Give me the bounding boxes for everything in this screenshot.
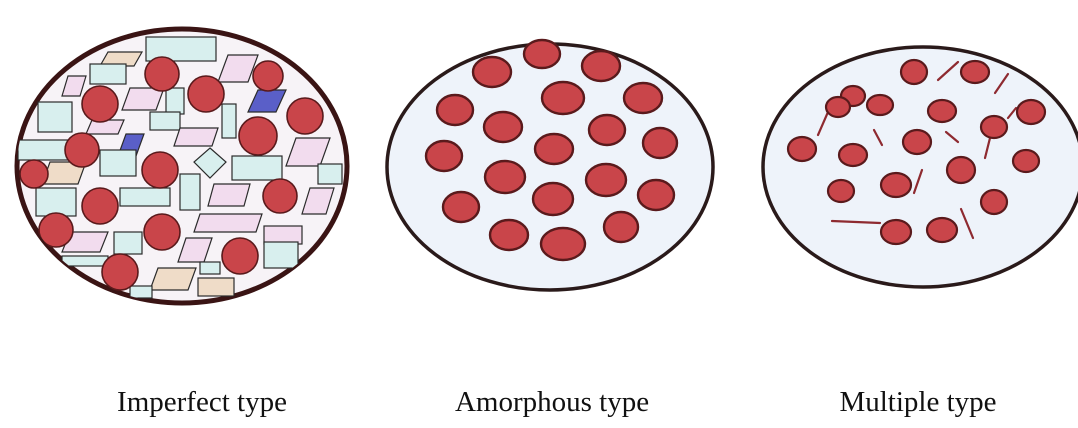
- crystal-block: [180, 174, 200, 210]
- crystal-block: [62, 256, 108, 266]
- red-particle: [788, 137, 816, 161]
- red-particle: [287, 98, 323, 134]
- red-particle: [638, 180, 674, 210]
- red-particle: [582, 51, 620, 81]
- crystal-block: [174, 128, 218, 146]
- red-particle: [928, 100, 956, 122]
- crystal-block: [38, 102, 72, 132]
- red-particle: [82, 188, 118, 224]
- red-particle: [65, 133, 99, 167]
- crystal-block: [264, 226, 302, 244]
- red-particle: [541, 228, 585, 260]
- red-particle: [542, 82, 584, 114]
- crystal-block: [194, 214, 262, 232]
- red-particle: [142, 152, 178, 188]
- red-particle: [222, 238, 258, 274]
- crystal-block: [222, 104, 236, 138]
- red-particle: [1013, 150, 1039, 172]
- crystal-block: [318, 164, 342, 184]
- red-particle: [145, 57, 179, 91]
- red-particle: [253, 61, 283, 91]
- red-particle: [437, 95, 473, 125]
- multiple-type-panel: [763, 47, 1078, 287]
- red-particle: [589, 115, 625, 145]
- crystal-block: [120, 188, 170, 206]
- crystal-block: [36, 188, 76, 216]
- crystal-block: [150, 268, 196, 290]
- red-particle: [981, 190, 1007, 214]
- red-particle: [144, 214, 180, 250]
- crystal-block: [100, 150, 136, 176]
- red-particle: [624, 83, 662, 113]
- imperfect-type-label: Imperfect type: [117, 386, 287, 419]
- red-particle: [1017, 100, 1045, 124]
- red-particle: [839, 144, 867, 166]
- red-particle: [903, 130, 931, 154]
- red-particle: [643, 128, 677, 158]
- red-particle: [961, 61, 989, 83]
- red-particle: [604, 212, 638, 242]
- crystal-block: [200, 262, 220, 274]
- red-particle: [473, 57, 511, 87]
- red-particle: [947, 157, 975, 183]
- red-particle: [901, 60, 927, 84]
- red-particle: [102, 254, 138, 290]
- red-particle: [867, 95, 893, 115]
- crystal-block: [18, 140, 68, 160]
- red-particle: [881, 173, 911, 197]
- crystal-block: [122, 88, 164, 110]
- crystal-block: [198, 278, 234, 296]
- red-particle: [981, 116, 1007, 138]
- lipid-nanoparticle-types-diagram: [0, 0, 1078, 330]
- crystal-block: [150, 112, 180, 130]
- crystal-block: [208, 184, 250, 206]
- crystal-block: [90, 64, 126, 84]
- red-particle: [443, 192, 479, 222]
- red-particle: [188, 76, 224, 112]
- red-particle: [535, 134, 573, 164]
- imperfect-type-panel: [17, 29, 347, 303]
- red-particle: [490, 220, 528, 250]
- crystal-block: [130, 286, 152, 298]
- red-particle: [927, 218, 957, 242]
- red-particle: [524, 40, 560, 68]
- red-particle: [533, 183, 573, 215]
- crystal-block: [114, 232, 142, 254]
- red-particle: [485, 161, 525, 193]
- crystal-block: [232, 156, 282, 180]
- crystal-block: [264, 242, 298, 268]
- red-particle: [426, 141, 462, 171]
- red-particle: [239, 117, 277, 155]
- red-particle: [826, 97, 850, 117]
- amorphous-type-panel: [387, 40, 713, 290]
- red-particle: [263, 179, 297, 213]
- red-particle: [881, 220, 911, 244]
- red-particle: [828, 180, 854, 202]
- red-particle: [484, 112, 522, 142]
- crystal-block: [166, 88, 184, 114]
- red-particle: [20, 160, 48, 188]
- red-particle: [586, 164, 626, 196]
- red-particle: [82, 86, 118, 122]
- multiple-type-label: Multiple type: [839, 386, 996, 419]
- amorphous-type-label: Amorphous type: [455, 386, 649, 419]
